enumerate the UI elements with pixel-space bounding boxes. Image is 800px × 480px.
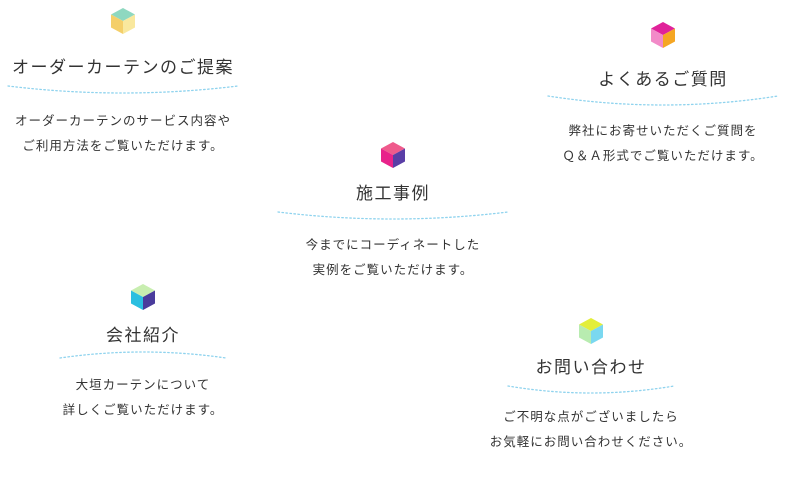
cube-left-face [381, 148, 393, 168]
wave-path [277, 211, 509, 220]
cube-left-face [651, 28, 663, 48]
description-line: 実例をご覧いただけます。 [312, 262, 474, 277]
wave-divider [547, 95, 779, 106]
card-description: オーダーカーテンのサービス内容や ご利用方法をご覧いただけます。 [0, 108, 246, 158]
description-line: 弊社にお寄せいただくご質問を [568, 123, 758, 138]
card-description: 大垣カーテンについて 詳しくご覧いただけます。 [20, 372, 266, 422]
description-line: ご不明な点がございましたら [503, 409, 679, 424]
wave-path [547, 95, 779, 106]
description-line: お気軽にお問い合わせください。 [489, 434, 693, 449]
cube-right-face [663, 28, 675, 48]
wave-path [59, 351, 227, 359]
description-line: ご利用方法をご覧いただけます。 [22, 138, 224, 153]
card-case-studies[interactable]: 施工事例 今までにコーディネートした 実例をご覧いただけます。 [270, 140, 516, 282]
card-title: 会社紹介 [106, 326, 180, 346]
cube-icon [579, 318, 603, 344]
cube-right-face [393, 148, 405, 168]
wave-path [7, 85, 239, 94]
card-description: ご不明な点がございましたら お気軽にお問い合わせください。 [468, 404, 714, 454]
description-line: 大垣カーテンについて [75, 377, 211, 392]
wave-divider [59, 351, 227, 359]
cube-icon [651, 22, 675, 48]
cube-left-face [111, 14, 123, 34]
cube-icon [381, 142, 405, 168]
cube-icon [111, 8, 135, 34]
cube-right-face [143, 290, 155, 310]
description-line: Ｑ＆Ａ形式でご覧いただけます。 [562, 148, 764, 163]
wave-path [507, 385, 675, 394]
wave-divider [507, 385, 675, 394]
card-contact[interactable]: お問い合わせ ご不明な点がございましたら お気軽にお問い合わせください。 [468, 316, 714, 454]
cube-left-face [579, 324, 591, 344]
cube-left-face [131, 290, 143, 310]
wave-divider [277, 211, 509, 220]
card-company[interactable]: 会社紹介 大垣カーテンについて 詳しくご覧いただけます。 [20, 282, 266, 422]
cube-right-face [123, 14, 135, 34]
card-title: お問い合わせ [535, 358, 647, 378]
card-faq[interactable]: よくあるご質問 弊社にお寄せいただくご質問を Ｑ＆Ａ形式でご覧いただけます。 [540, 20, 786, 168]
card-description: 弊社にお寄せいただくご質問を Ｑ＆Ａ形式でご覧いただけます。 [540, 118, 786, 168]
wave-divider [7, 85, 239, 94]
card-title: 施工事例 [356, 184, 430, 204]
card-description: 今までにコーディネートした 実例をご覧いただけます。 [270, 232, 516, 282]
card-title: よくあるご質問 [598, 70, 728, 90]
cube-icon [131, 284, 155, 310]
card-title: オーダーカーテンのご提案 [12, 58, 234, 78]
cube-right-face [591, 324, 603, 344]
description-line: 詳しくご覧いただけます。 [62, 402, 224, 417]
card-order-curtain[interactable]: オーダーカーテンのご提案 オーダーカーテンのサービス内容や ご利用方法をご覧いた… [0, 6, 246, 158]
description-line: オーダーカーテンのサービス内容や [14, 113, 231, 128]
description-line: 今までにコーディネートした [305, 237, 481, 252]
